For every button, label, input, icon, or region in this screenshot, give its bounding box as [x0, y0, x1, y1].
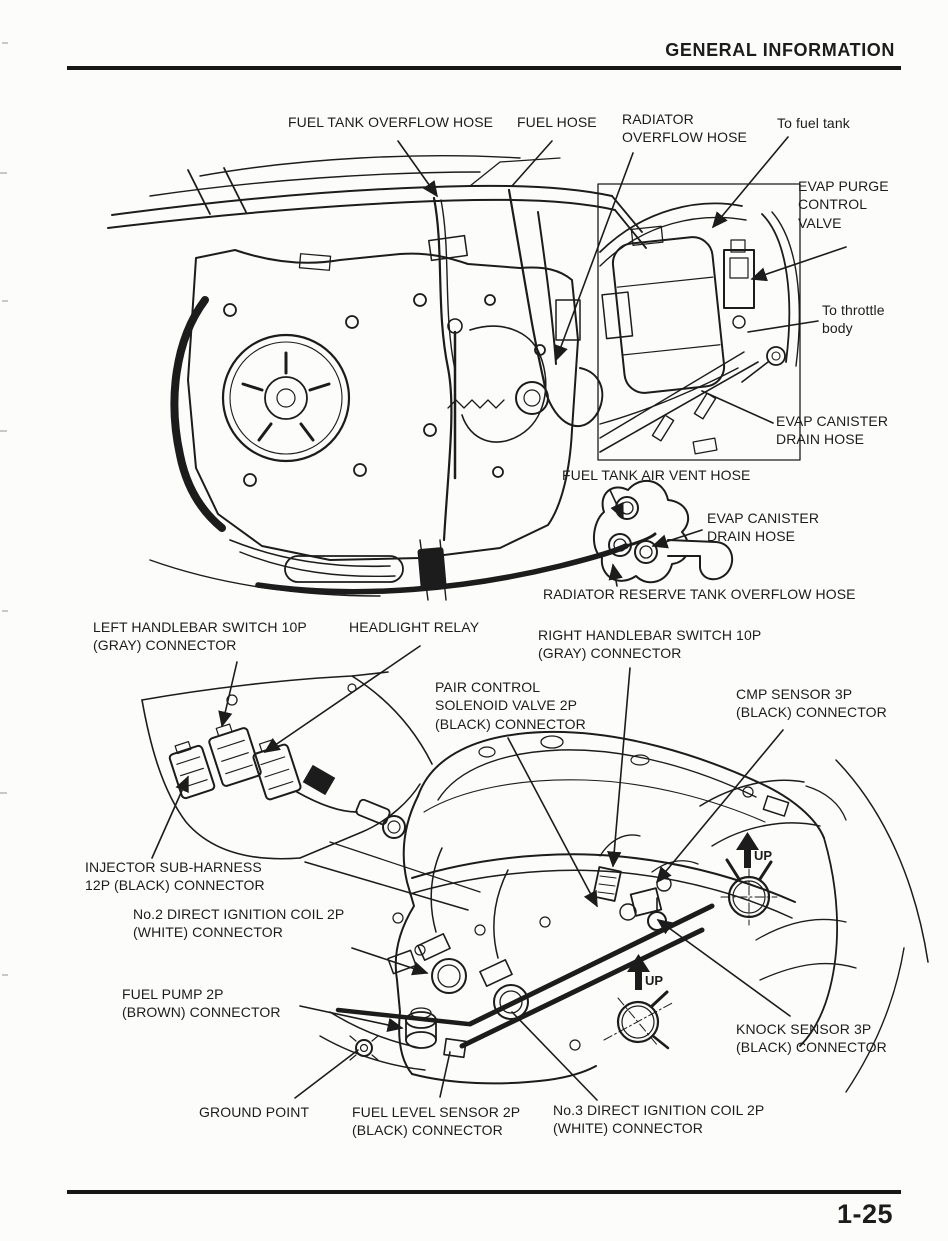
center-connector-cluster [592, 834, 699, 921]
label-evap-canister-drain-hose-lower: EVAP CANISTER DRAIN HOSE [707, 510, 820, 545]
label-fuel-tank-air-vent-hose: FUEL TANK AIR VENT HOSE [562, 467, 751, 483]
evap-inset-detail [597, 183, 801, 461]
label-to-fuel-tank: To fuel tank [777, 115, 850, 131]
ground-point-part [349, 1035, 379, 1061]
label-evap-canister-drain-hose-upper: EVAP CANISTER DRAIN HOSE [776, 413, 889, 448]
label-headlight-relay: HEADLIGHT RELAY [349, 619, 480, 635]
up-marker-1 [720, 832, 778, 926]
label-no2-direct-ignition-coil: No.2 DIRECT IGNITION COIL 2P (WHITE) CON… [133, 906, 345, 941]
label-fuel-level-sensor: FUEL LEVEL SENSOR 2P (BLACK) CONNECTOR [352, 1104, 521, 1139]
label-pair-control-solenoid-valve: PAIR CONTROL SOLENOID VALVE 2P (BLACK) C… [435, 679, 586, 732]
label-up-marker-2: UP [645, 973, 664, 988]
label-no3-direct-ignition-coil: No.3 DIRECT IGNITION COIL 2P (WHITE) CON… [553, 1102, 765, 1137]
top-diagram-line-art [107, 155, 657, 601]
label-cmp-sensor: CMP SENSOR 3P (BLACK) CONNECTOR [736, 686, 887, 721]
ignition-coil-no3 [479, 869, 529, 1020]
label-fuel-pump: FUEL PUMP 2P (BROWN) CONNECTOR [122, 986, 281, 1021]
label-up-marker-1: UP [754, 848, 773, 863]
header-rule [67, 66, 901, 70]
hose-clamp-circle-icon [720, 858, 778, 926]
alternator-cover [221, 333, 351, 463]
label-radiator-reserve-tank-overflow-hose: RADIATOR RESERVE TANK OVERFLOW HOSE [543, 586, 856, 602]
leader-lines-bottom [151, 645, 791, 1101]
up-marker-2 [603, 954, 675, 1050]
label-right-handlebar-switch: RIGHT HANDLEBAR SWITCH 10P (GRAY) CONNEC… [538, 627, 762, 662]
label-fuel-hose: FUEL HOSE [517, 114, 597, 130]
label-evap-purge-control-valve: EVAP PURGE CONTROL VALVE [798, 178, 889, 231]
fuel-pump-part [405, 1007, 437, 1049]
label-ground-point: GROUND POINT [199, 1104, 310, 1120]
evap-purge-control-valve-part [723, 239, 755, 329]
page-number: 1-25 [836, 1199, 893, 1229]
label-fuel-tank-overflow-hose: FUEL TANK OVERFLOW HOSE [288, 114, 494, 130]
label-radiator-overflow-hose: RADIATOR OVERFLOW HOSE [622, 111, 747, 146]
evap-canister [601, 225, 726, 394]
ignition-coil-no2 [417, 847, 467, 994]
up-arrow-icon [736, 832, 759, 868]
label-left-handlebar-switch: LEFT HANDLEBAR SWITCH 10P (GRAY) CONNECT… [93, 619, 307, 654]
page-title: GENERAL INFORMATION [665, 40, 895, 60]
label-knock-sensor: KNOCK SENSOR 3P (BLACK) CONNECTOR [736, 1021, 887, 1056]
label-to-throttle-body: To throttle body [822, 302, 885, 337]
footer-rule [67, 1190, 901, 1194]
leader-lines-top [397, 136, 847, 587]
up-arrow-icon [627, 954, 650, 990]
hose-clamp-detail [593, 480, 734, 584]
label-injector-sub-harness: INJECTOR SUB-HARNESS 12P (BLACK) CONNECT… [85, 859, 265, 894]
hose-clamp-circle-icon [603, 990, 675, 1050]
